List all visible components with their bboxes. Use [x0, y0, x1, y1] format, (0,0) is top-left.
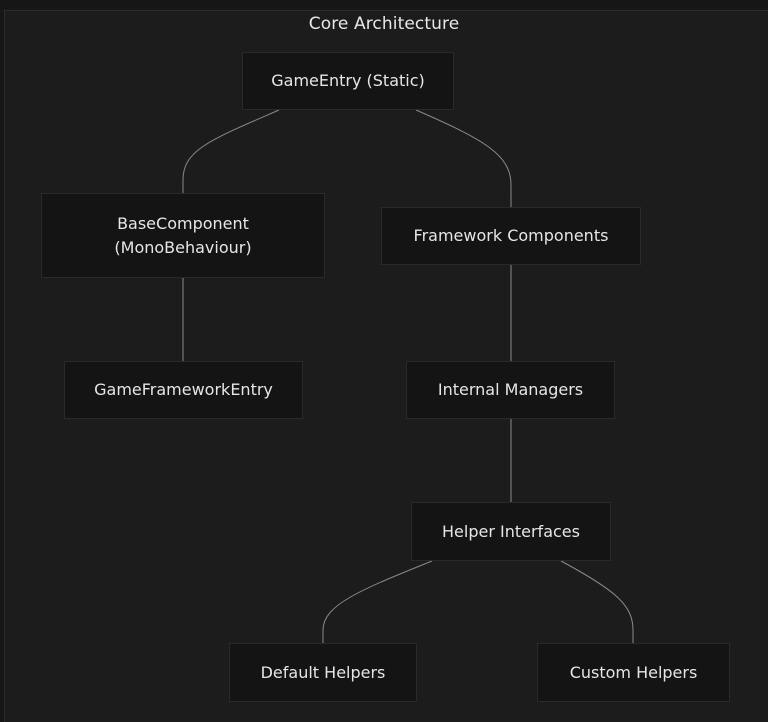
- node-internal-managers[interactable]: Internal Managers: [406, 361, 615, 419]
- node-framework-components[interactable]: Framework Components: [381, 207, 641, 265]
- node-custom-helpers[interactable]: Custom Helpers: [537, 643, 730, 702]
- edge-gameentry-basecomponent: [182, 109, 280, 193]
- node-game-framework-entry[interactable]: GameFrameworkEntry: [64, 361, 303, 419]
- diagram-title: Core Architecture: [308, 14, 460, 34]
- edge-gameentry-framework: [415, 109, 512, 207]
- edge-helper-default: [322, 560, 433, 643]
- node-base-component[interactable]: BaseComponent (MonoBehaviour): [41, 193, 325, 278]
- node-game-entry[interactable]: GameEntry (Static): [242, 52, 454, 110]
- node-default-helpers[interactable]: Default Helpers: [229, 643, 417, 702]
- node-helper-interfaces[interactable]: Helper Interfaces: [411, 502, 611, 561]
- edge-helper-custom: [560, 560, 634, 643]
